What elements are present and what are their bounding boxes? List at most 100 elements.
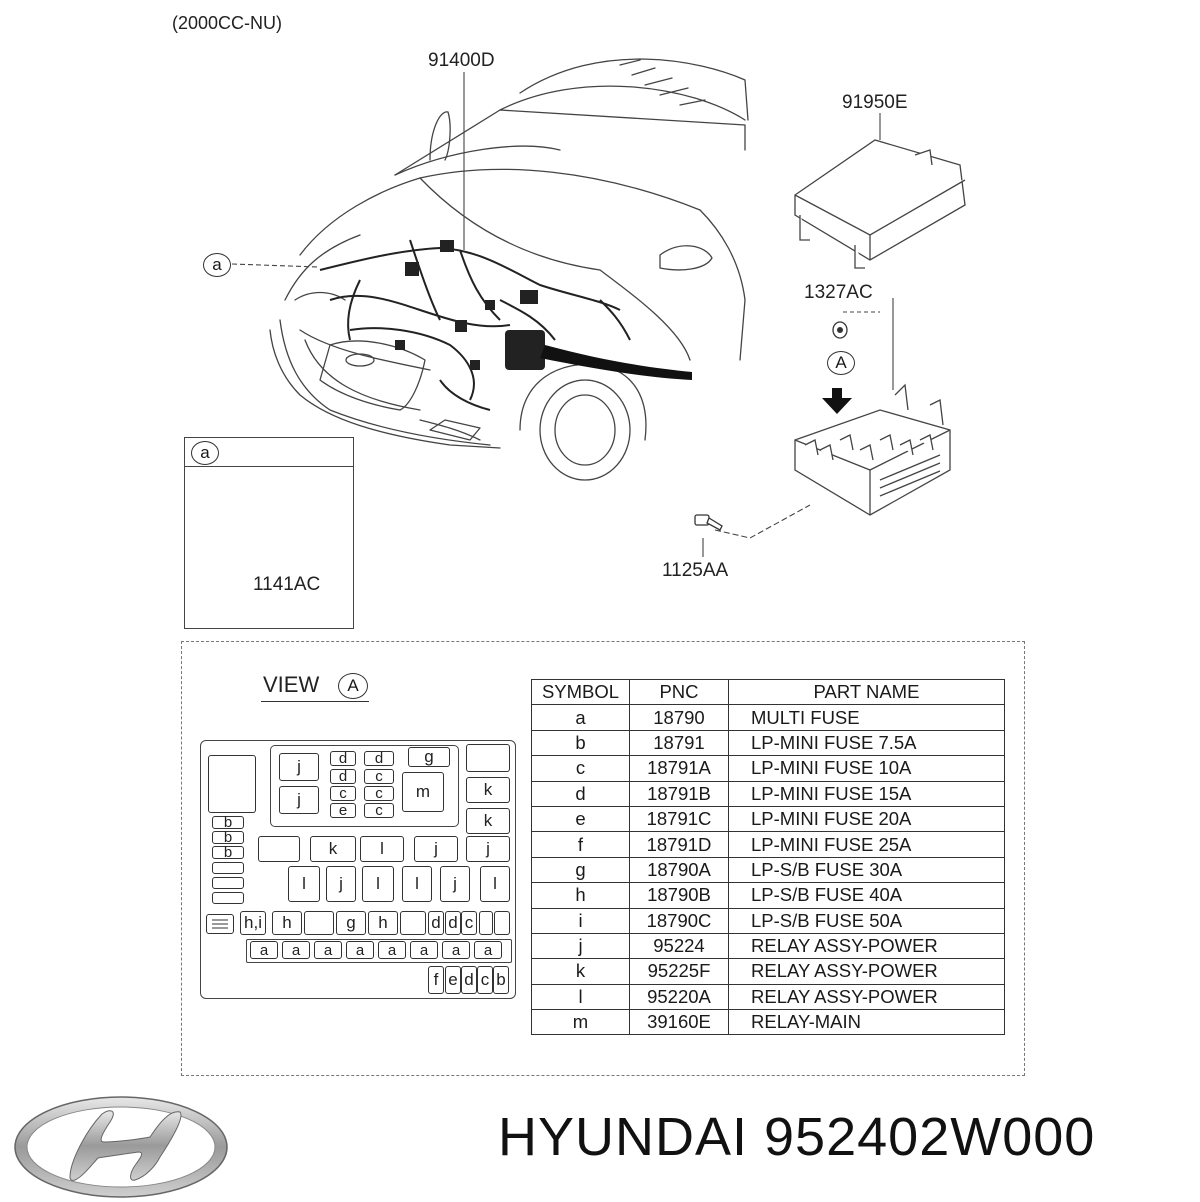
fusebox-slot-hi: h,i [240,911,266,935]
fusebox-slot-h: h [272,911,302,935]
pnc-cell: 18790C [629,907,729,934]
part-name-cell: RELAY ASSY-POWER [728,983,1005,1011]
symbol-cell: m [531,1009,630,1036]
fusebox-layout [200,740,516,999]
symbol-cell: a [531,704,630,731]
part-name-cell: LP-S/B FUSE 40A [728,882,1005,909]
multi-fuse-strip [246,939,512,963]
fusebox-top-group [270,745,459,827]
fusebox-slot-j: j [279,786,319,814]
fusebox-slot-blank [494,911,510,935]
fusebox-slot-e: e [445,966,461,994]
fusebox-slot-b: b [212,844,244,861]
harness-lead [540,345,692,380]
fusebox-slot-b: b [212,814,244,831]
view-title-underline [261,701,369,702]
part-name-cell: LP-MINI FUSE 20A [728,805,1005,833]
fusebox-slot-d: d [461,966,477,994]
view-marker-A: A [827,351,855,375]
brand-part-number: HYUNDAI 952402W000 [498,1107,1096,1167]
fusebox-slot-e: e [330,802,356,819]
fusebox-slot-blank [212,862,244,874]
fusebox-slot-c: c [364,802,394,819]
symbol-cell: c [531,755,630,782]
fusebox-slot-d: d [428,911,444,935]
fusebox-slot-j: j [414,836,458,862]
fusebox-slot-lines-icon [206,914,234,934]
pnc-cell: 18790B [629,882,729,909]
part-name-cell: MULTI FUSE [728,704,1005,731]
fusebox-slot-a: a [250,941,278,959]
fusebox-slot-j: j [440,866,470,902]
callout-91400D: 91400D [428,50,495,71]
fusebox-slot-b: b [212,829,244,846]
fusebox-slot-f: f [428,966,444,994]
part-name-cell: LP-MINI FUSE 15A [728,780,1005,807]
fusebox-slot-blank [304,911,334,935]
fusebox-slot-k: k [310,836,356,862]
fusebox-slot-m: m [402,772,444,812]
part-name-cell: LP-MINI FUSE 25A [728,831,1005,858]
symbol-cell: d [531,780,630,807]
callout-1327AC: 1327AC [804,282,873,303]
header-symbol: SYMBOL [531,678,630,706]
pnc-cell: 18790A [629,856,729,884]
fusebox-slot-blank [479,911,493,935]
fusebox-slot-d: d [330,750,356,767]
symbol-cell: l [531,983,630,1011]
fusebox-slot-c: c [364,785,394,802]
pnc-cell: 18791B [629,780,729,807]
inset-part-label: 1141AC [253,574,321,595]
fusebox-slot-blank [208,755,256,813]
part-name-cell: LP-MINI FUSE 7.5A [728,729,1005,757]
fusebox-slot-g: g [408,747,450,767]
fusebox-slot-blank [212,892,244,904]
fusebox-slot-a: a [378,941,406,959]
symbol-cell: k [531,958,630,985]
pnc-cell: 95224 [629,932,729,960]
fusebox-slot-blank [212,877,244,889]
fuse-box-icon [794,383,951,516]
view-a-panel [181,641,1025,1076]
fusebox-slot-j: j [326,866,356,902]
pnc-cell: 39160E [629,1009,729,1036]
pnc-cell: 18791C [629,805,729,833]
fusebox-slot-k: k [466,808,510,834]
part-name-cell: RELAY-MAIN [728,1009,1005,1036]
pnc-cell: 95225F [629,958,729,985]
pnc-cell: 18791 [629,729,729,757]
fusebox-slot-c: c [330,785,356,802]
fusebox-slot-c: c [364,768,394,785]
fusebox-slot-l: l [402,866,432,902]
header-pnc: PNC [629,678,729,706]
callout-91950E: 91950E [842,92,908,113]
header-part-name: PART NAME [728,678,1005,706]
fusebox-slot-a: a [474,941,502,959]
view-title-marker: A [338,673,368,699]
pnc-cell: 18790 [629,704,729,731]
inset-marker: a [191,441,219,465]
view-title: VIEW [263,672,320,697]
fusebox-slot-a: a [314,941,342,959]
bolt-icon [694,514,723,531]
callout-marker-a: a [203,253,231,277]
arrow-down-icon [822,388,852,414]
part-name-cell: LP-S/B FUSE 30A [728,856,1005,884]
fusebox-slot-h: h [368,911,398,935]
nut-icon [832,321,848,339]
callout-1125AA: 1125AA [662,560,729,581]
fusebox-slot-j: j [466,836,510,862]
fusebox-slot-j: j [279,753,319,781]
fusebox-slot-b: b [493,966,509,994]
